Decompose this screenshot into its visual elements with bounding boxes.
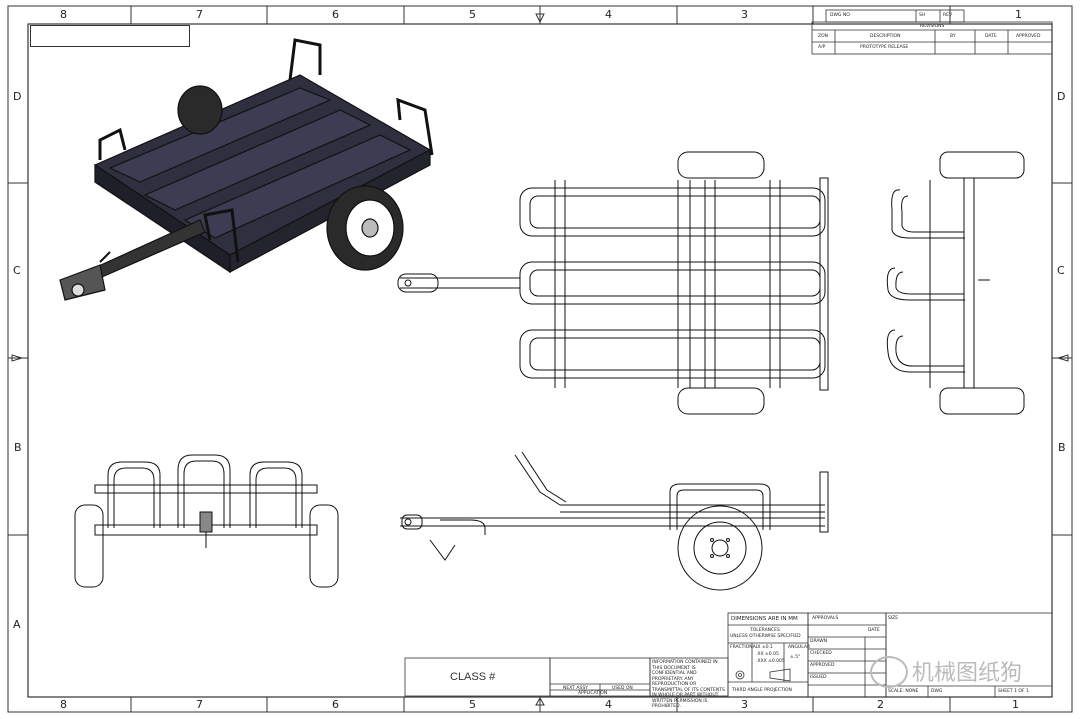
issued-label: ISSUED — [810, 675, 827, 680]
rev-row-zone: A/P — [818, 45, 826, 50]
application-label: APPLICATION — [578, 691, 608, 696]
proprietary-note: INFORMATION CONTAINED IN THIS DOCUMENT I… — [652, 660, 725, 709]
approvals-label: APPROVALS — [812, 616, 839, 621]
zone-row-d-right: D — [1057, 90, 1066, 103]
watermark-text: 机械图纸狗 — [912, 661, 1023, 686]
scale-label: SCALE: NONE — [888, 689, 919, 694]
checked-label: CHECKED — [810, 651, 832, 656]
top-view — [397, 151, 829, 415]
zone-col-4-top: 4 — [605, 8, 612, 21]
zone-row-b-right: B — [1058, 441, 1066, 454]
size-label: SIZE — [888, 616, 899, 621]
zone-col-8-top: 8 — [60, 8, 67, 21]
revisions-title: REVISIONS — [920, 24, 945, 29]
rev-row-description: PROTOTYPE RELEASE — [860, 45, 909, 50]
zone-row-d-left: D — [13, 90, 22, 103]
zone-col-5-bottom: 5 — [469, 698, 476, 711]
zone-col-3-top: 3 — [741, 8, 748, 21]
title-box — [30, 25, 190, 47]
approvals-date-label: DATE — [868, 628, 880, 633]
sheet-label: SHEET 1 OF 1 — [998, 689, 1029, 694]
dimensions-note: DIMENSIONS ARE IN MM — [731, 616, 798, 622]
zone-col-8-bottom: 8 — [60, 698, 67, 711]
zone-col-1-top: 1 — [1015, 8, 1022, 21]
zone-col-6-top: 6 — [332, 8, 339, 21]
rev-header-by: BY — [950, 34, 956, 39]
zone-col-7-top: 7 — [196, 8, 203, 21]
class-label: CLASS # — [450, 671, 496, 683]
next-assy-label: NEXT ASSY — [563, 686, 588, 691]
wechat-logo-icon — [870, 656, 908, 688]
zone-col-4-bottom: 4 — [605, 698, 612, 711]
unless-note: UNLESS OTHERWISE SPECIFIED — [730, 634, 801, 639]
zone-col-7-bottom: 7 — [196, 698, 203, 711]
zone-col-3-bottom: 3 — [741, 698, 748, 711]
angle-tol: ±.5° — [790, 655, 801, 660]
rev-header-approved: APPROVED — [1016, 34, 1041, 39]
side-view — [400, 451, 829, 591]
decimal-tol-3: .XXX ±0.005 — [756, 659, 785, 664]
angular-label: ANGULAR — [788, 645, 811, 650]
zone-row-b-left: B — [14, 441, 22, 454]
zone-row-c-right: C — [1057, 264, 1065, 277]
used-on-label: USED ON — [612, 686, 633, 691]
projection-label: THIRD ANGLE PROJECTION — [732, 688, 792, 693]
sh-label: SH — [919, 13, 926, 18]
rev-label: REV — [943, 13, 953, 18]
rev-header-description: DESCRIPTION — [870, 34, 901, 39]
zone-row-c-left: C — [13, 264, 21, 277]
rev-header-zone: ZON — [818, 34, 828, 39]
dwg-no-label: DWG NO — [830, 13, 850, 18]
zone-row-a-left: A — [13, 618, 21, 631]
dwg-label: DWG — [931, 689, 943, 694]
decimal-tol-1: .X ±0.1 — [756, 645, 773, 650]
approved-label: APPROVED — [810, 663, 835, 668]
tolerances-label: TOLERANCES — [750, 628, 780, 633]
decimal-tol-2: .XX ±0.05 — [756, 652, 779, 657]
drawn-label: DRAWN — [810, 639, 828, 644]
end-view — [886, 151, 1025, 415]
zone-col-2-bottom: 2 — [877, 698, 884, 711]
isometric-view — [59, 38, 434, 301]
front-view — [74, 454, 339, 588]
fractional-label: FRACTIONAL — [730, 645, 759, 650]
rev-header-date: DATE — [985, 34, 997, 39]
zone-col-1-bottom: 1 — [1012, 698, 1019, 711]
zone-col-5-top: 5 — [469, 8, 476, 21]
zone-col-6-bottom: 6 — [332, 698, 339, 711]
